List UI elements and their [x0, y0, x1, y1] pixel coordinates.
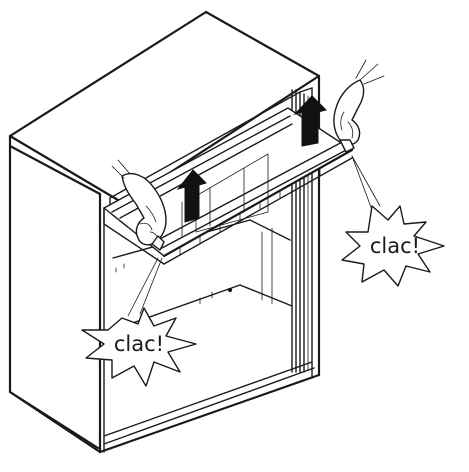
callout-burst-right: clac!	[341, 205, 445, 287]
cabinet-bottom-rail	[98, 373, 321, 454]
hand-right	[333, 59, 385, 153]
lift-arrow-right	[293, 95, 327, 147]
lift-arrows	[176, 95, 327, 223]
lift-arrow-left	[176, 169, 207, 223]
callout-text-right: clac!	[370, 234, 420, 258]
cabinet-left-side	[8, 144, 100, 450]
callout-text-left: clac!	[114, 332, 164, 356]
hand-left	[111, 159, 167, 251]
callout-burst-left: clac!	[81, 307, 197, 387]
file-frame-front-rail	[162, 148, 354, 258]
pointer-lines	[127, 155, 381, 317]
